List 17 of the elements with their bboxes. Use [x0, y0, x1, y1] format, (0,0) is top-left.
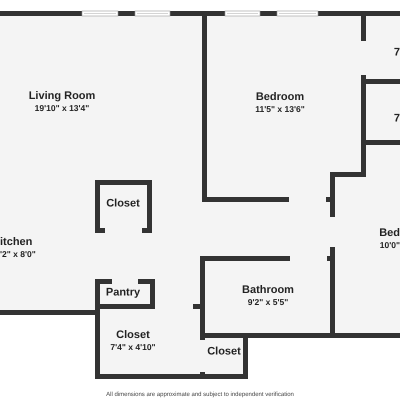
- room-name: Living Room: [28, 90, 96, 103]
- room-name: Bedroom: [256, 91, 304, 104]
- room-name: 7: [394, 46, 400, 60]
- room-name: 7: [394, 112, 400, 126]
- room-name: Closet: [116, 329, 150, 342]
- room-dimensions: '2" x 8'0": [0, 249, 36, 260]
- room-name: Bathroom: [242, 284, 294, 297]
- room-name: Closet: [207, 346, 241, 358]
- room-name: itchen: [0, 236, 32, 249]
- room-name: Pantry: [106, 286, 140, 300]
- room-dimensions: 11'5" x 13'6": [255, 104, 305, 115]
- room-dimensions: 9'2" x 5'5": [248, 297, 288, 308]
- room-name: Closet: [106, 198, 140, 210]
- room-name: Bed: [379, 227, 400, 240]
- room-dimensions: 19'10" x 13'4": [34, 103, 90, 114]
- room-dimensions: 7'4" x 4'10": [110, 342, 156, 353]
- room-dimensions: 10'0": [380, 240, 400, 251]
